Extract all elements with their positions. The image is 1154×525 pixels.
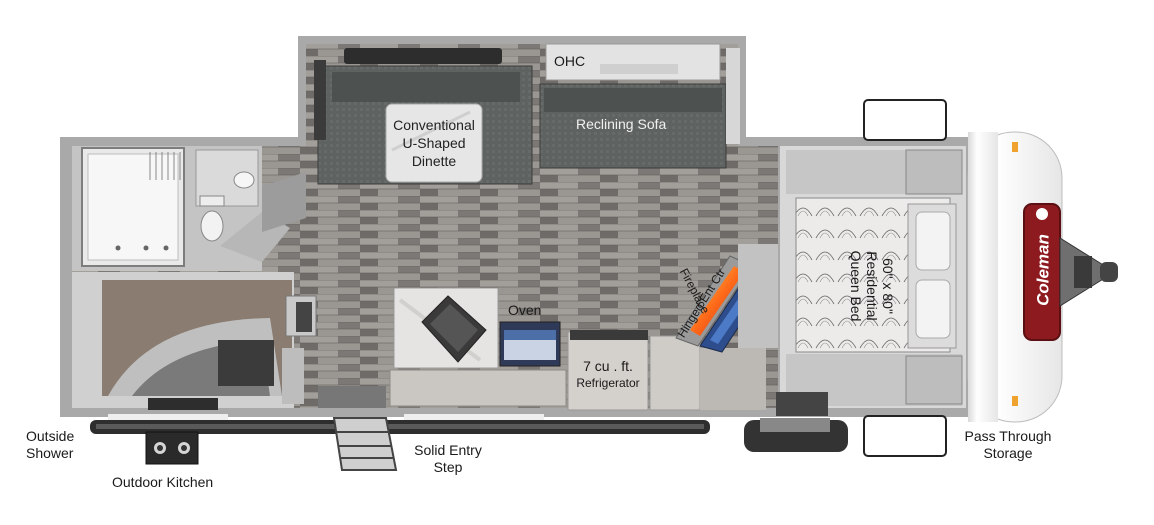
outside-shower-label: Outside Shower <box>26 428 74 462</box>
ohc-label: OHC <box>554 53 586 69</box>
outdoor-kitchen-label: Outdoor Kitchen <box>112 474 214 490</box>
wheels <box>744 392 848 452</box>
bed-label-line3: Queen Bed <box>848 250 864 322</box>
entry-step <box>332 417 398 471</box>
dinette-label-line3: Dinette <box>411 153 457 169</box>
bed-label-line1: 60" x 80" <box>880 258 896 314</box>
pantry <box>649 335 701 411</box>
storage-line1: Pass Through <box>964 428 1052 444</box>
dinette-label-line2: U-Shaped <box>402 135 466 151</box>
dinette-label-line1: Conventional <box>393 117 475 133</box>
refrigerator <box>567 331 649 411</box>
toilet <box>200 210 224 242</box>
svg-text:Coleman: Coleman <box>1033 234 1052 306</box>
bed-label: 60" x 80" Residential Queen Bed <box>848 226 896 346</box>
storage-line2: Storage <box>983 445 1033 461</box>
outside-shower-line2: Shower <box>26 445 74 461</box>
trailer-hitch <box>1059 237 1118 307</box>
bed-label-line2: Residential <box>864 251 880 321</box>
entry-step-line2: Step <box>433 459 463 475</box>
outdoor-kitchen-unit <box>145 431 199 465</box>
fridge-label-line1: 7 cu . ft. <box>583 358 633 374</box>
dinette-label: Conventional U-Shaped Dinette <box>384 116 484 170</box>
dinette-table <box>385 103 483 183</box>
fridge-label: 7 cu . ft. Refrigerator <box>572 358 644 392</box>
outside-shower-line1: Outside <box>26 428 75 444</box>
entry-step-line1: Solid Entry <box>414 442 482 458</box>
bath-sink <box>233 171 255 189</box>
pass-through-storage-label: Pass Through Storage <box>958 428 1058 462</box>
oven-label: Oven <box>508 302 542 318</box>
sofa-label: Reclining Sofa <box>576 116 667 132</box>
entry-step-label: Solid Entry Step <box>404 442 492 476</box>
fridge-label-line2: Refrigerator <box>576 376 640 390</box>
